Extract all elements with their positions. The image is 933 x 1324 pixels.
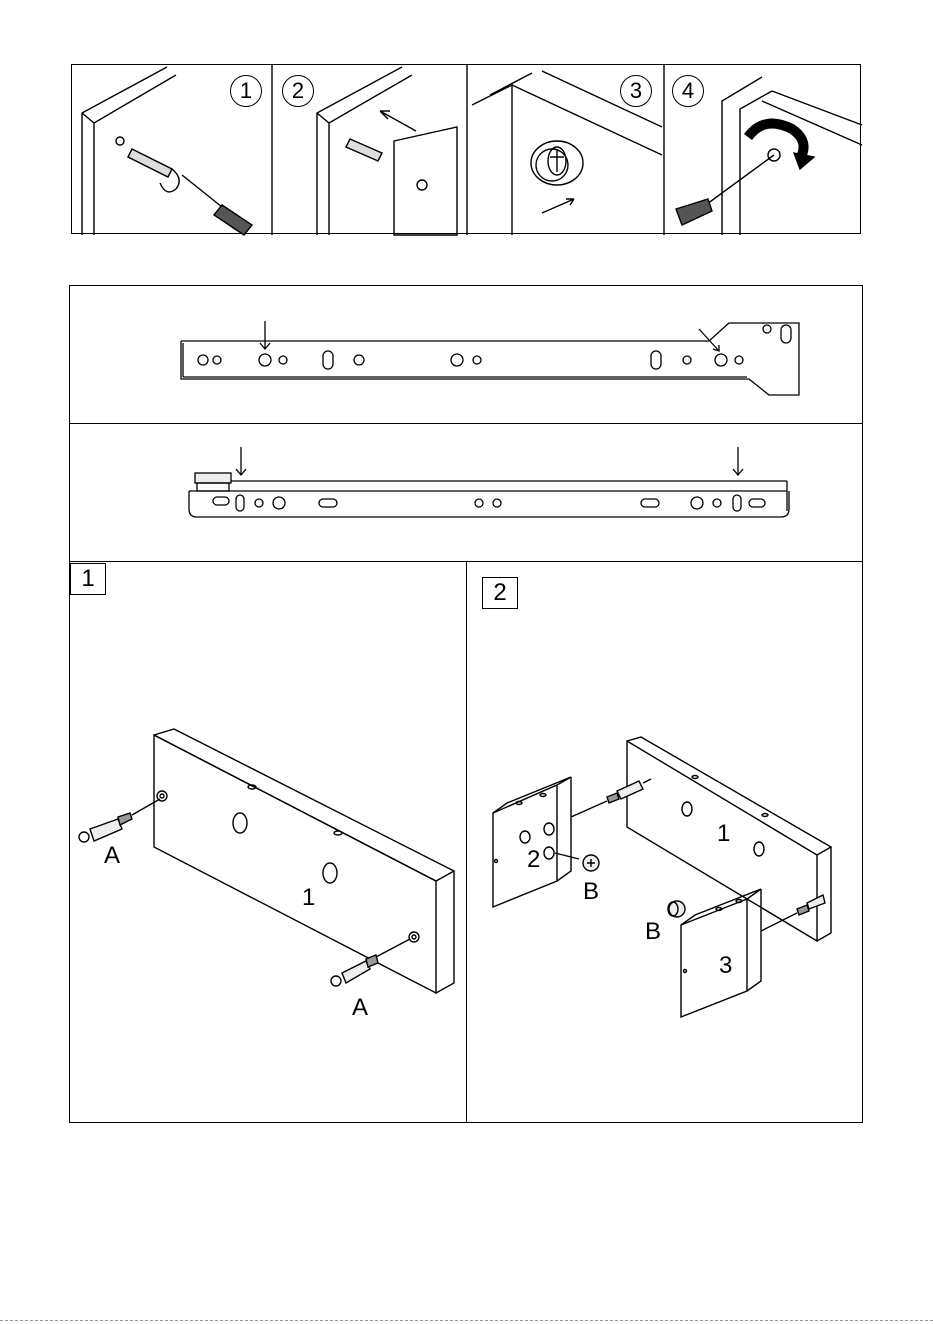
step-badge-1: 1 bbox=[230, 75, 262, 107]
step-badge-4: 4 bbox=[672, 75, 704, 107]
drawer-rail-bottom bbox=[69, 423, 863, 561]
fitting-b-bottom-label: B bbox=[645, 918, 661, 945]
fitting-a-right-label: A bbox=[352, 994, 368, 1021]
step-2-drawing: 2 1 3 B B bbox=[467, 563, 863, 1123]
step-badge-3: 3 bbox=[620, 75, 652, 107]
fitting-a-left-label: A bbox=[104, 842, 120, 869]
top-steps-drawing bbox=[72, 65, 862, 235]
page-cut-line bbox=[0, 1320, 933, 1321]
panel1-long-part-label: 1 bbox=[717, 820, 730, 847]
panel1-part-label: 1 bbox=[302, 884, 315, 911]
panel2-part-label: 2 bbox=[527, 846, 540, 873]
step-1-drawing: 1 A A bbox=[70, 563, 466, 1123]
fitting-b-top-label: B bbox=[583, 878, 599, 905]
step-badge-2: 2 bbox=[282, 75, 314, 107]
panel3-part-label: 3 bbox=[719, 952, 732, 979]
drawer-rail-top bbox=[69, 285, 863, 423]
top-steps-strip: 1 2 3 4 bbox=[71, 64, 861, 234]
